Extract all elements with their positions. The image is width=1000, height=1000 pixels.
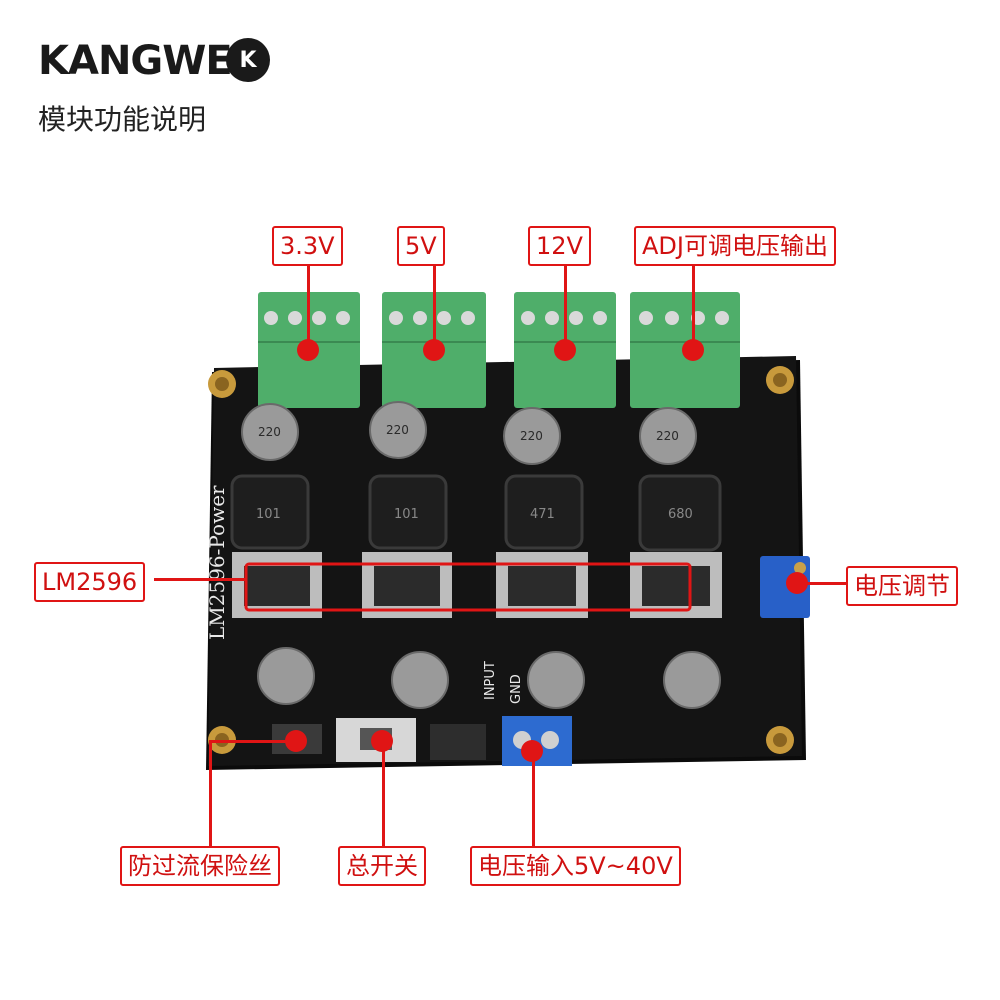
brand-logo-icon: K — [226, 38, 270, 82]
input-silk: INPUT — [483, 661, 498, 700]
gnd-silk: GND — [509, 674, 524, 704]
inductor-mark: 471 — [530, 507, 555, 522]
page-subtitle: 模块功能说明 — [38, 103, 207, 136]
cap-mark: 220 — [520, 429, 543, 443]
inductor-mark: 101 — [394, 507, 419, 522]
label-main-switch: 总开关 — [338, 846, 426, 886]
cap-mark: 220 — [656, 429, 679, 443]
label-voltage-adjust: 电压调节 — [846, 566, 958, 606]
label-voltage-input: 电压输入5V~40V — [470, 846, 681, 886]
capacitors-bottom — [257, 647, 721, 709]
silkscreen-title: LM2596-Power — [205, 485, 229, 640]
label-lm2596: LM2596 — [34, 562, 146, 602]
lm2596-highlight — [244, 562, 692, 612]
inductors — [230, 474, 722, 552]
label-adj-output: ADJ可调电压输出 — [634, 226, 836, 266]
inductor-mark: 101 — [256, 507, 281, 522]
inductor-mark: 680 — [668, 507, 693, 522]
label-3v3: 3.3V — [272, 226, 343, 266]
capacitors-top — [241, 401, 697, 465]
label-12v: 12V — [528, 226, 591, 266]
cap-mark: 220 — [258, 425, 281, 439]
cap-mark: 220 — [386, 423, 409, 437]
brand-logo-text: KANGWEI — [38, 38, 247, 84]
label-fuse: 防过流保险丝 — [120, 846, 280, 886]
label-5v: 5V — [397, 226, 445, 266]
screw-icon — [208, 366, 794, 754]
diode — [430, 724, 486, 760]
